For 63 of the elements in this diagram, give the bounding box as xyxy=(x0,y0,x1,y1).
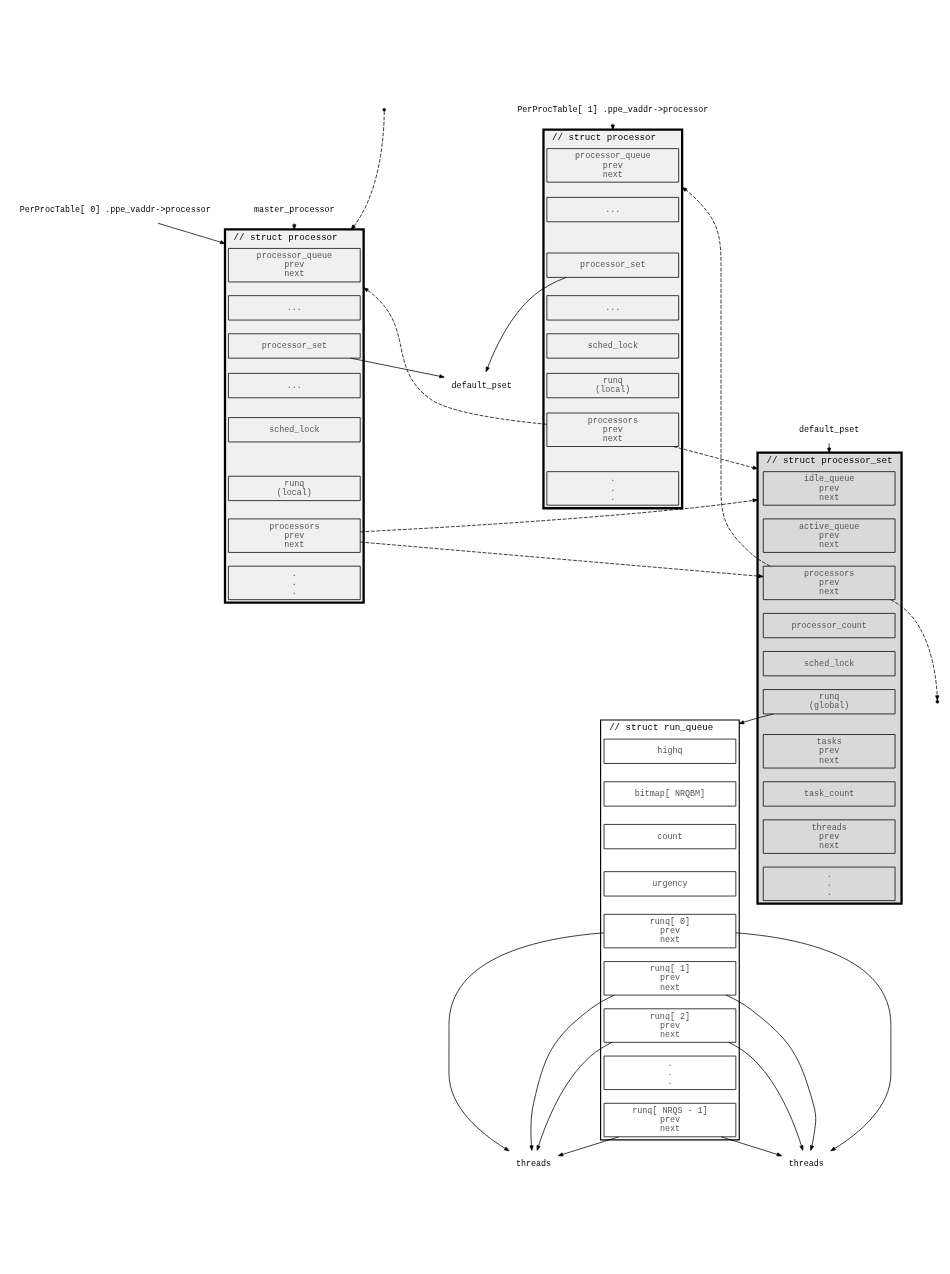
arrow xyxy=(827,443,832,453)
node-box: ... xyxy=(228,373,361,399)
arrow xyxy=(720,1136,782,1157)
node-box: processor_queue prev next xyxy=(546,148,680,183)
node-box: processor_set xyxy=(228,333,361,359)
node-box: runq[ 1] prev next xyxy=(603,961,737,996)
node-box: runq (local) xyxy=(228,475,361,501)
node-box: count xyxy=(603,824,737,850)
node-box: processor_set xyxy=(546,252,680,278)
arrow xyxy=(738,713,774,725)
node-box: ... xyxy=(228,295,361,321)
arrow xyxy=(557,1136,620,1157)
arrow xyxy=(350,110,385,230)
arrow xyxy=(735,932,892,1152)
node-box: bitmap[ NRQBM] xyxy=(603,781,737,807)
arrow xyxy=(681,187,771,567)
arrow xyxy=(728,1042,804,1151)
node-box: . . . xyxy=(762,866,896,901)
node-box: . . . xyxy=(603,1055,737,1090)
node-box: runq (local) xyxy=(546,373,680,399)
node-box: urgency xyxy=(603,871,737,897)
arrow xyxy=(536,1042,613,1151)
node-box: runq[ NRQS - 1] prev next xyxy=(603,1102,737,1138)
arrow xyxy=(890,599,940,701)
node-box: runq[ 0] prev next xyxy=(603,913,737,949)
node-box: sched_lock xyxy=(762,651,896,677)
node-box: ... xyxy=(546,197,680,223)
arrow xyxy=(673,446,758,470)
node-box: task_count xyxy=(762,781,896,807)
node-box: runq[ 2] prev next xyxy=(603,1008,737,1043)
node-box: threads prev next xyxy=(762,819,896,854)
node-box: tasks prev next xyxy=(762,734,896,769)
node-text: threads xyxy=(788,1159,824,1170)
node-box: highq xyxy=(603,738,737,764)
arrow xyxy=(485,277,567,373)
node-box: . . . xyxy=(228,565,361,601)
node-text: PerProcTable[ 1] .ppe_vaddr->processor xyxy=(517,104,709,115)
arrow xyxy=(360,498,758,533)
node-box: ... xyxy=(546,295,680,321)
node-box: . . . xyxy=(546,471,680,506)
arrow xyxy=(350,357,445,379)
node-box: processors prev next xyxy=(762,565,896,601)
node-text: default_pset xyxy=(451,380,512,391)
arrow xyxy=(448,932,605,1152)
node-box: processors prev next xyxy=(228,518,361,553)
node-box: processors prev next xyxy=(546,412,680,447)
arrow xyxy=(363,287,548,425)
node-box: runq (global) xyxy=(762,689,896,715)
node-box: sched_lock xyxy=(228,417,361,443)
arrow xyxy=(292,223,297,230)
node-box: active_queue prev next xyxy=(762,518,896,553)
arrow xyxy=(725,994,817,1151)
arrow xyxy=(360,541,764,579)
arrow xyxy=(529,994,615,1151)
node-box: processor_queue prev next xyxy=(228,248,361,283)
node-text: threads xyxy=(515,1159,552,1170)
node-text: master_processor xyxy=(254,204,335,215)
node-text: default_pset xyxy=(799,424,860,435)
arrow xyxy=(157,222,226,245)
node-text: PerProcTable[ 0] .ppe_vaddr->processor xyxy=(19,204,211,215)
node-box: sched_lock xyxy=(546,333,680,359)
node-box: idle_queue prev next xyxy=(762,471,896,506)
node-box: processor_count xyxy=(762,613,896,639)
